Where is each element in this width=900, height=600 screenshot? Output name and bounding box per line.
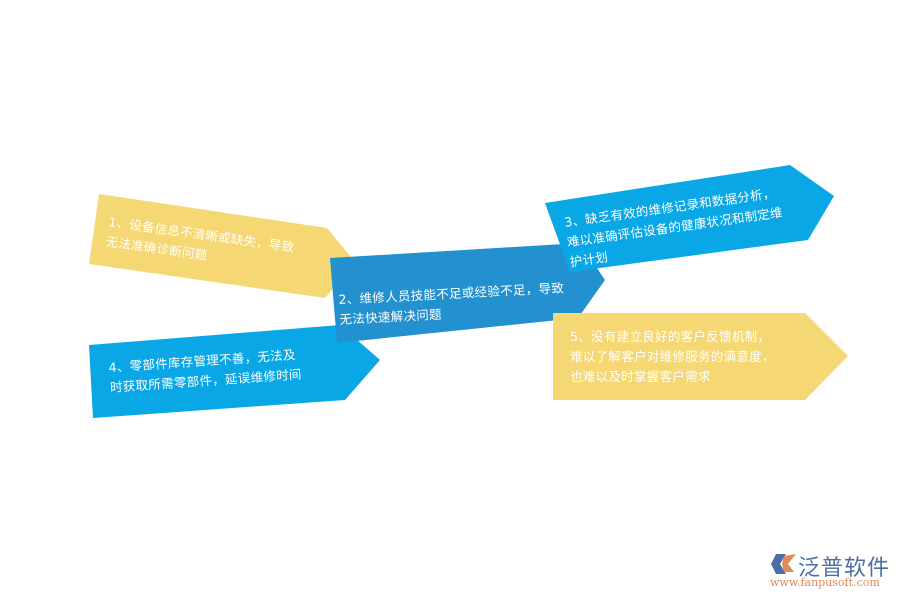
arrow-shape-5 — [553, 313, 848, 400]
logo-url: www.fanpusoft.com — [770, 576, 880, 589]
logo-mark-icon — [771, 554, 796, 574]
arrow-shape-3 — [545, 165, 834, 272]
arrow-shape-2 — [330, 243, 605, 343]
logo-name: 泛普软件 — [798, 556, 891, 581]
item-5-text: 5、没有建立良好的客户反馈机制， 难以了解客户对维修服务的满意度， 也难以及时掌… — [570, 329, 775, 384]
arrow-shape-4 — [89, 325, 380, 418]
arrow-shape-1 — [89, 194, 355, 298]
brand-logo: 泛普软件 www.fanpusoft.com — [768, 552, 898, 592]
